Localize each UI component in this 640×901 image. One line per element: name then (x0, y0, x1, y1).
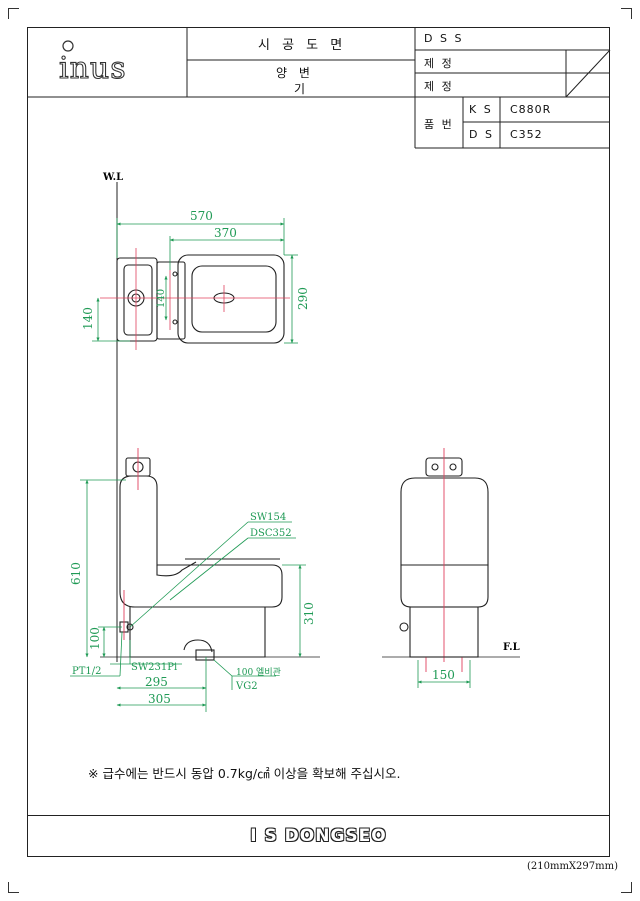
crop-mark-tl (8, 8, 19, 19)
part-no-label: 품 번 (424, 118, 454, 131)
front-seat-hinge (156, 561, 197, 577)
product-name-line1: 양 변 (276, 66, 314, 80)
ds-label: D S (469, 128, 494, 141)
side-dimensions (417, 660, 471, 688)
top-centerlines (100, 248, 290, 350)
dim-295: 295 (145, 675, 168, 689)
top-tank-lid (123, 264, 153, 336)
paper-size-label: (210mmX297mm) (526, 861, 618, 872)
front-view (119, 457, 283, 661)
valve-bolt-icon (449, 463, 457, 471)
drawing-frame (27, 27, 610, 857)
hinge-icon (172, 319, 178, 325)
front-body-outline (119, 475, 283, 608)
footer-brand: I S DONGSEO (27, 815, 610, 857)
top-bowl-outer (177, 254, 285, 344)
dim-305: 305 (148, 692, 171, 706)
dim-140-side: 140 (81, 307, 95, 330)
crop-mark-tr (621, 8, 632, 19)
drawing-type: 시 공 도 면 (258, 38, 347, 53)
dim-370: 370 (214, 226, 237, 240)
dim-100: 100 (88, 627, 102, 650)
drain-bend (183, 639, 213, 653)
dim-570: 570 (190, 209, 213, 223)
label-sw231pi: SW231Pi (131, 662, 177, 673)
top-tank (116, 257, 158, 342)
label-drain: 100 엘비관 (236, 667, 281, 678)
crop-mark-br (621, 882, 632, 893)
side-centerlines (425, 448, 463, 672)
drain-pipe (195, 649, 215, 661)
ds-value: C352 (510, 128, 543, 141)
label-pt12: PT1/2 (72, 666, 102, 677)
wl-label: W.L (102, 172, 123, 183)
row-jeje-1: 제 정 (424, 57, 454, 70)
dim-150: 150 (432, 668, 455, 682)
hinge-icon (172, 271, 178, 277)
side-bowl (400, 564, 489, 608)
top-dimensions (92, 218, 298, 344)
supply-knob-icon (126, 623, 134, 631)
top-tank-neck (156, 261, 186, 340)
installation-note: ※ 급수에는 반드시 동압 0.7kg/㎠ 이상을 확보해 주십시오. (88, 766, 401, 781)
inus-logo-icon: inus (58, 40, 127, 87)
product-name-line2: 기 (294, 82, 310, 96)
front-dimensions (70, 479, 306, 712)
side-tank (400, 477, 489, 566)
front-centerlines (123, 448, 139, 640)
dim-310: 310 (302, 602, 316, 625)
top-view (116, 254, 285, 344)
side-supply-knob-icon (399, 622, 409, 632)
dim-610: 610 (69, 562, 83, 585)
ks-value: C880R (510, 103, 552, 116)
label-vg2: VG2 (235, 681, 258, 692)
logo-wordmark: inus (59, 51, 127, 84)
label-sw154: SW154 (250, 512, 286, 523)
label-dsc352: DSC352 (250, 528, 292, 539)
fl-label: F.L (503, 642, 520, 653)
row-dss: D S S (424, 32, 464, 45)
top-bowl-inner (191, 265, 277, 333)
valve-bolt-icon (431, 463, 439, 471)
dim-290: 290 (296, 287, 310, 310)
ks-label: K S (469, 103, 493, 116)
dim-140-inner: 140 (156, 289, 167, 308)
inus-logo: inus (56, 40, 156, 88)
crop-mark-bl (8, 882, 19, 893)
row-jeje-2: 제 정 (424, 80, 454, 93)
